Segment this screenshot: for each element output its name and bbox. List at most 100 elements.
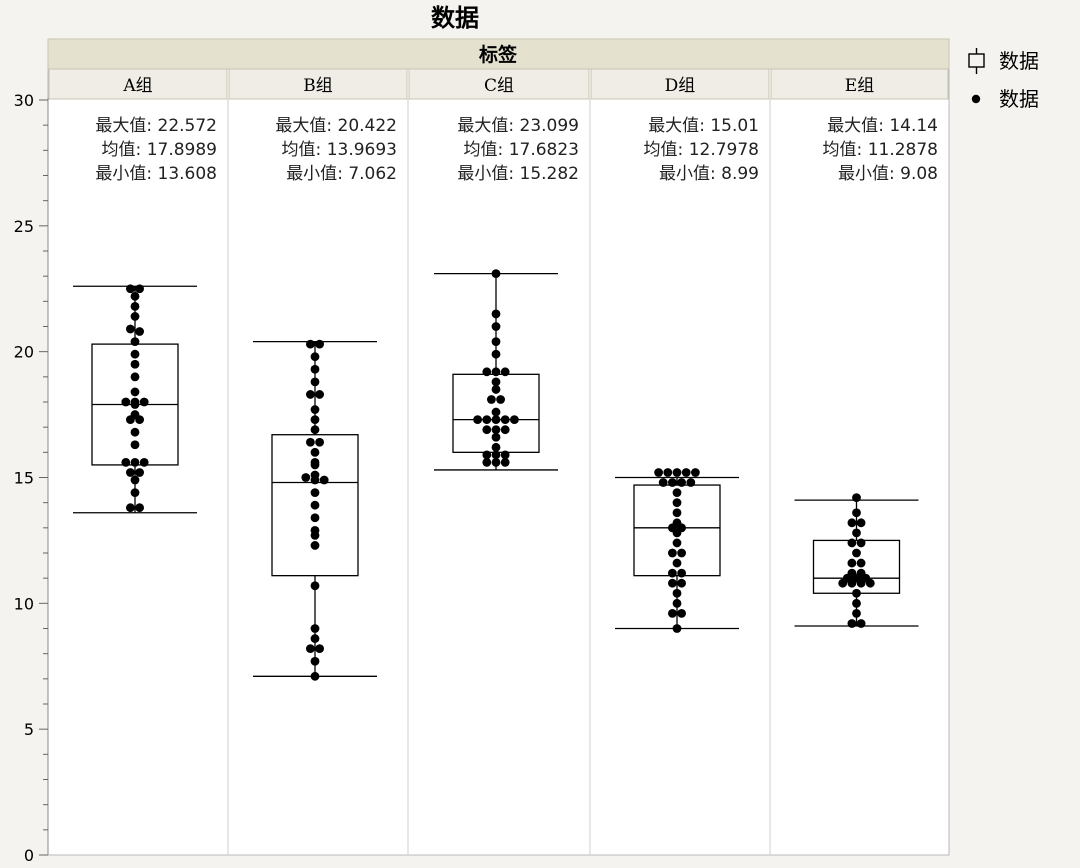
stat-mean-separator: : <box>498 140 509 160</box>
data-point <box>125 468 135 477</box>
stat-max-label: 最大值 <box>275 116 326 136</box>
stat-max-label: 最大值 <box>648 116 699 136</box>
data-point <box>686 478 696 487</box>
data-point <box>491 450 501 460</box>
data-point <box>315 390 324 399</box>
stat-max: 最大值: 14.14 <box>827 116 938 136</box>
data-point <box>672 624 682 633</box>
stat-min-label: 最小值 <box>659 164 710 184</box>
data-point <box>482 450 492 460</box>
stat-mean: 均值: 12.7978 <box>644 140 759 160</box>
group-header-label: A组 <box>122 76 152 96</box>
stat-mean-label: 均值 <box>102 140 136 160</box>
data-point <box>672 488 682 497</box>
data-point <box>677 568 686 578</box>
data-point <box>135 415 145 425</box>
data-point <box>310 460 320 470</box>
data-point <box>663 468 673 477</box>
data-point <box>130 475 140 485</box>
data-point <box>130 359 140 369</box>
stat-mean-separator: : <box>136 140 147 160</box>
stat-max-separator: : <box>878 116 889 136</box>
data-point <box>852 493 861 503</box>
stat-mean-separator: : <box>857 140 868 160</box>
stat-max-value: 23.099 <box>520 116 579 136</box>
data-point <box>852 588 861 598</box>
data-point <box>838 578 848 588</box>
data-point <box>491 337 501 346</box>
stat-min: 最小值: 8.99 <box>659 164 759 184</box>
stat-max: 最大值: 22.572 <box>95 116 217 136</box>
stat-mean-value: 17.8989 <box>147 140 217 160</box>
data-point <box>310 500 320 510</box>
data-point <box>130 458 140 467</box>
data-point <box>310 624 320 633</box>
stat-min-separator: : <box>337 164 348 184</box>
data-point <box>482 415 492 425</box>
y-tick-label: 20 <box>14 343 34 362</box>
data-point <box>135 503 145 513</box>
stat-max-value: 20.422 <box>338 116 397 136</box>
data-point <box>139 397 149 407</box>
data-point <box>139 458 149 467</box>
data-point <box>301 473 311 482</box>
data-point <box>310 352 320 362</box>
data-point <box>125 324 135 334</box>
data-point <box>672 528 682 538</box>
data-point <box>856 538 866 548</box>
data-point <box>672 498 682 508</box>
stat-max-separator: : <box>326 116 337 136</box>
data-point <box>668 478 677 487</box>
data-point <box>672 538 682 548</box>
group-header-tab <box>770 68 949 100</box>
y-tick-label: 15 <box>14 469 34 488</box>
data-point <box>121 458 131 467</box>
data-point <box>310 656 320 666</box>
stat-max: 最大值: 20.422 <box>275 116 397 136</box>
data-point <box>856 558 866 568</box>
data-point <box>677 578 686 588</box>
data-point <box>130 400 140 409</box>
data-point <box>852 508 861 518</box>
data-point <box>491 415 501 425</box>
data-point <box>310 475 320 485</box>
data-point <box>856 518 866 528</box>
stat-min-label: 最小值 <box>286 164 337 184</box>
box-iqr <box>271 434 359 577</box>
group-header-label: B组 <box>303 76 333 96</box>
stat-min-value: 7.062 <box>348 164 397 184</box>
data-point <box>310 488 320 497</box>
stat-min: 最小值: 15.282 <box>457 164 579 184</box>
data-point <box>482 425 492 435</box>
data-point <box>500 425 510 435</box>
stat-mean-label: 均值 <box>464 140 498 160</box>
data-point <box>658 478 668 487</box>
stat-min-value: 9.08 <box>900 164 938 184</box>
data-point <box>668 609 677 618</box>
data-point <box>677 609 686 618</box>
stat-max-label: 最大值 <box>827 116 878 136</box>
data-point <box>310 671 320 681</box>
data-point <box>847 538 857 548</box>
data-point <box>677 548 686 558</box>
stat-min-separator: : <box>710 164 721 184</box>
data-point <box>500 415 510 425</box>
data-point <box>491 458 501 467</box>
stat-mean-value: 12.7978 <box>689 140 759 160</box>
data-point <box>491 407 501 417</box>
data-point <box>310 447 320 457</box>
data-point <box>125 284 135 294</box>
data-point <box>306 339 315 349</box>
group-header-tab <box>228 68 408 100</box>
data-point <box>668 548 677 558</box>
data-point <box>315 339 324 349</box>
legend-dot-icon <box>971 94 981 104</box>
data-point <box>310 581 320 591</box>
data-point <box>856 619 866 628</box>
data-point <box>852 609 861 618</box>
